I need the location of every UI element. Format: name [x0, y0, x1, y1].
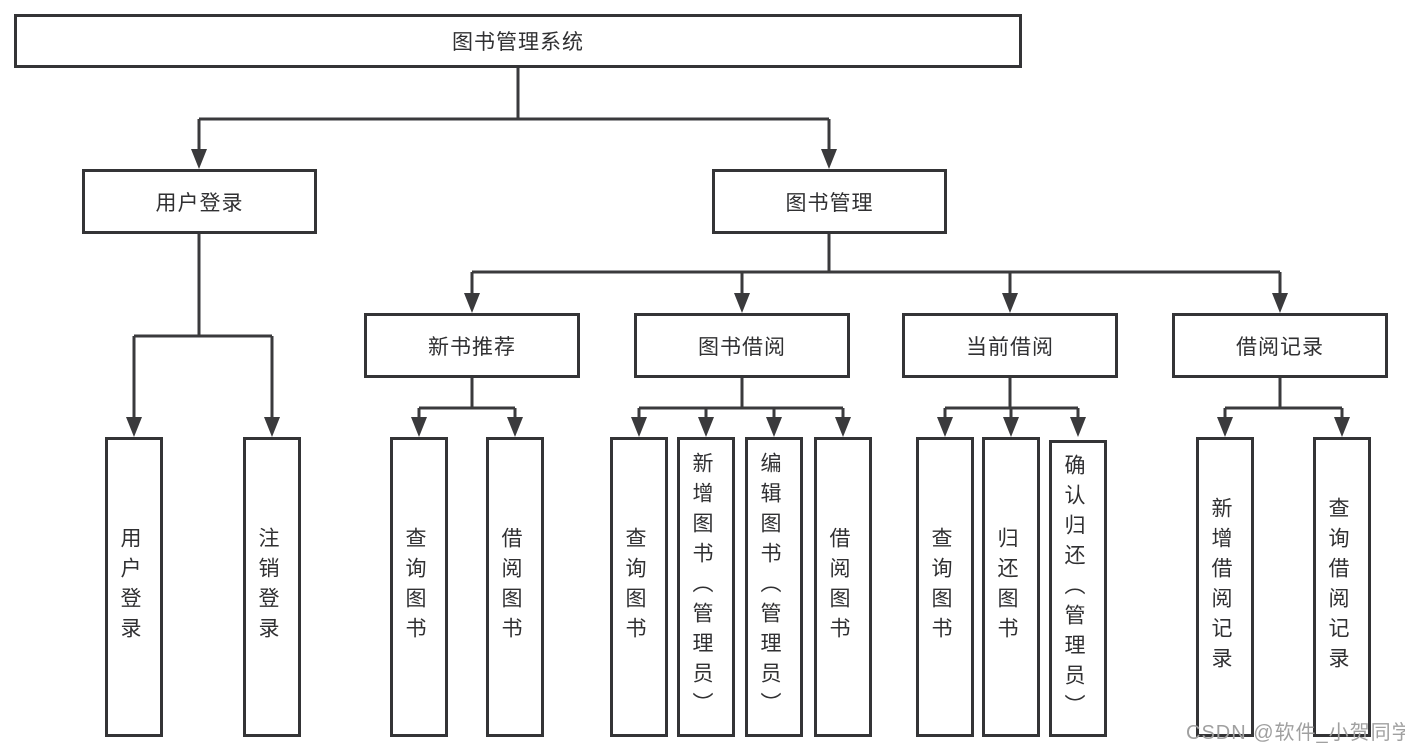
arrowhead [1002, 293, 1018, 313]
arrowhead [698, 417, 714, 437]
node-label: 编辑图书（管理员） [758, 452, 781, 722]
node-label: 归还图书 [995, 527, 1018, 647]
node-label: 新增借阅记录 [1209, 497, 1232, 677]
node-ul-user-login: 用户登录 [105, 437, 163, 737]
node-cb-confirm-return: 确认归还（管理员） [1049, 440, 1107, 737]
arrowhead [734, 293, 750, 313]
node-nb-borrow-book: 借阅图书 [486, 437, 544, 737]
connector-current-borrow-children [937, 378, 1086, 437]
arrowhead [631, 417, 647, 437]
node-book-borrow: 图书借阅 [634, 313, 850, 378]
arrowhead [507, 417, 523, 437]
node-label: 查询图书 [623, 527, 646, 647]
arrowhead [1334, 417, 1350, 437]
node-new-book-rec: 新书推荐 [364, 313, 580, 378]
node-borrow-record: 借阅记录 [1172, 313, 1388, 378]
arrowhead [1003, 417, 1019, 437]
node-label: 查询借阅记录 [1326, 497, 1349, 677]
connector-book-mgmt-children [464, 234, 1288, 313]
node-current-borrow: 当前借阅 [902, 313, 1118, 378]
arrowhead [264, 417, 280, 437]
connector-user-login-children [126, 234, 280, 437]
node-br-add-record: 新增借阅记录 [1196, 437, 1254, 737]
node-book-mgmt: 图书管理 [712, 169, 947, 234]
node-label: 用户登录 [118, 527, 141, 647]
node-nb-query-book: 查询图书 [390, 437, 448, 737]
node-label: 查询图书 [929, 527, 952, 647]
node-ul-logout: 注销登录 [243, 437, 301, 737]
connector-borrow-record-children [1217, 378, 1350, 437]
arrowhead [766, 417, 782, 437]
arrowhead [1272, 293, 1288, 313]
node-bb-borrow-book: 借阅图书 [814, 437, 872, 737]
arrowhead [1217, 417, 1233, 437]
connector-root-to-level2 [191, 68, 837, 169]
connector-book-borrow-children [631, 378, 851, 437]
node-br-query-record: 查询借阅记录 [1313, 437, 1371, 737]
node-label: 借阅图书 [499, 527, 522, 647]
arrowhead [411, 417, 427, 437]
csdn-watermark: CSDN @软件_小贺同学 [1186, 722, 1405, 744]
node-label: 新增图书（管理员） [690, 452, 713, 722]
node-label: 查询图书 [403, 527, 426, 647]
node-bb-add-book: 新增图书（管理员） [677, 437, 735, 737]
node-bb-query-book: 查询图书 [610, 437, 668, 737]
arrowhead [835, 417, 851, 437]
connector-new-book-rec-children [411, 378, 523, 437]
arrowhead [464, 293, 480, 313]
node-cb-return-book: 归还图书 [982, 437, 1040, 737]
node-label: 确认归还（管理员） [1062, 453, 1085, 724]
arrowhead [191, 149, 207, 169]
node-root: 图书管理系统 [14, 14, 1022, 68]
node-bb-edit-book: 编辑图书（管理员） [745, 437, 803, 737]
node-label: 注销登录 [256, 527, 279, 647]
arrowhead [126, 417, 142, 437]
node-cb-query-book: 查询图书 [916, 437, 974, 737]
arrowhead [1070, 417, 1086, 437]
arrowhead [937, 417, 953, 437]
node-user-login: 用户登录 [82, 169, 317, 234]
node-label: 借阅图书 [827, 527, 850, 647]
arrowhead [821, 149, 837, 169]
